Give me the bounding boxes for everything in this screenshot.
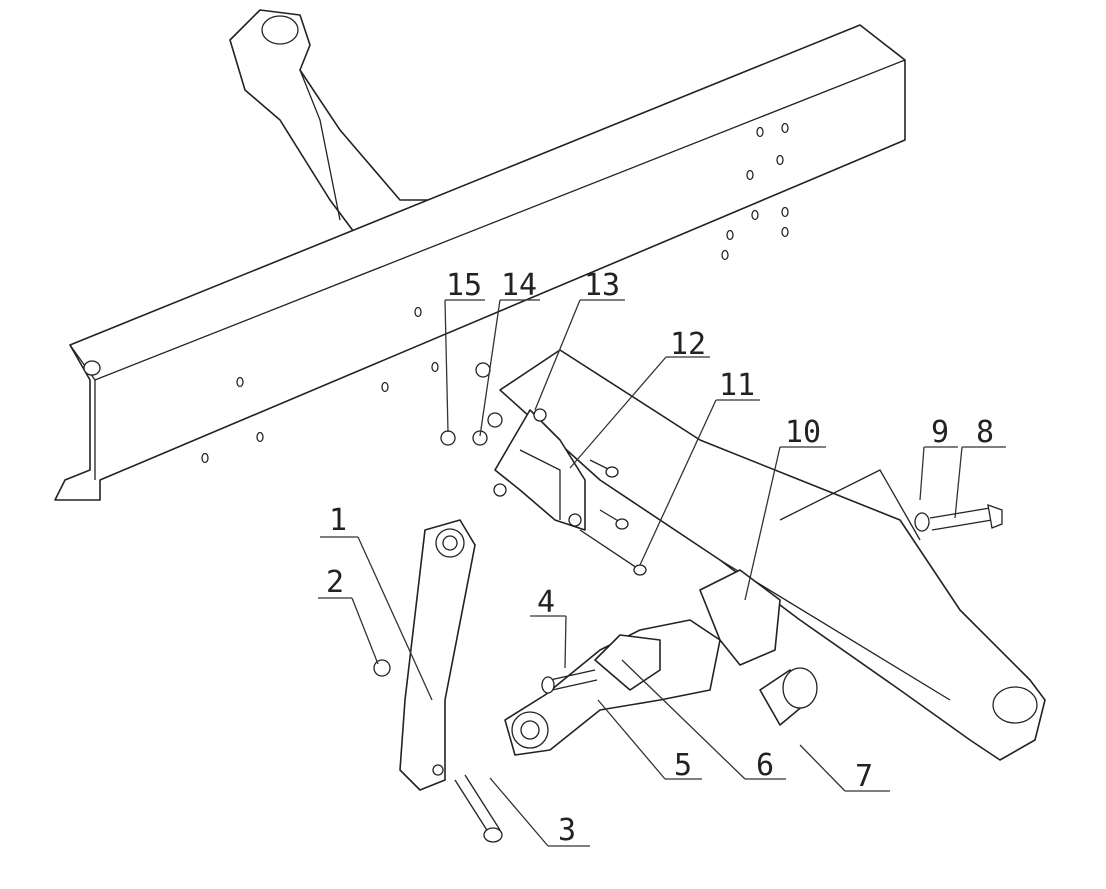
callout-2: 2 [326,565,344,600]
callout-5: 5 [674,748,692,783]
bolts [579,459,647,576]
leader-line-11 [639,399,760,566]
beam-holes [201,122,789,464]
bolt-hole [201,452,209,464]
nut-2 [373,659,391,677]
callout-3: 3 [558,813,576,848]
leader-line-9 [919,446,958,501]
bolt-hole [781,226,789,238]
leader-line-5 [597,699,702,780]
bracket [493,408,586,531]
upper-arm [229,9,441,241]
leader-line-6 [621,659,786,780]
bolt-hole [431,361,439,373]
bolt-hole [781,122,789,134]
callout-6: 6 [756,748,774,783]
bushing [759,667,818,726]
leader-line-1 [320,536,433,701]
bolt-8 [914,504,1003,532]
bolt-hole [746,169,754,181]
bolt-4 [541,669,598,694]
callout-4: 4 [537,585,555,620]
callout-1: 1 [329,503,347,538]
callout-7: 7 [855,759,873,794]
callout-15: 15 [446,268,482,303]
callout-12: 12 [670,327,706,362]
cross-beam [54,24,906,501]
bolt-hole [381,381,389,393]
leader-line-10 [744,446,826,601]
callout-9: 9 [931,415,949,450]
callout-8: 8 [976,415,994,450]
link-arm [399,519,476,791]
bolt-hole [721,249,729,261]
bolt-hole [236,376,244,388]
callout-10: 10 [785,415,821,450]
callout-14: 14 [501,268,537,303]
leader-line-7 [799,744,890,792]
callout-11: 11 [719,368,755,403]
bolt-hole [751,209,759,221]
leader-line-4 [530,615,567,669]
bracket-10 [699,569,781,666]
bolt-hole [756,126,764,138]
leader-line-15 [444,299,485,433]
leader-line-2 [318,597,379,665]
leader-line-13 [534,299,625,411]
bolt-hole [781,206,789,218]
leader-lines [318,299,1006,847]
callout-13: 13 [584,268,620,303]
nuts-washers [440,362,503,446]
bolt-3 [454,774,503,843]
bolt-hole [414,306,422,318]
leader-line-3 [489,777,590,847]
trailing-arm [504,619,721,756]
leader-line-8 [954,446,1006,519]
leader-line-12 [569,356,710,469]
bolt-hole [776,154,784,166]
bolt-hole [256,431,264,443]
leader-line-14 [479,299,540,437]
bolt-hole [726,229,734,241]
